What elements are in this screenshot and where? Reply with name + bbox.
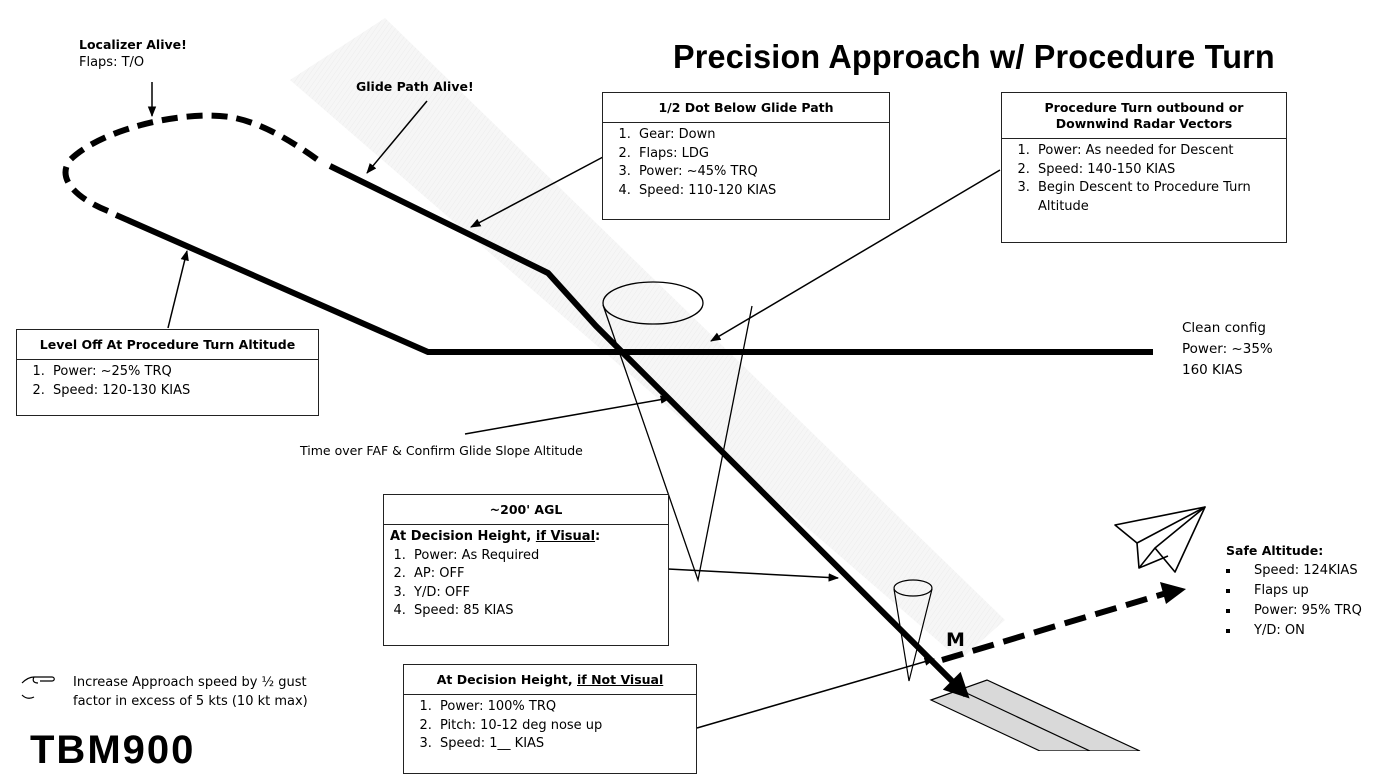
level-off-header: Level Off At Procedure Turn Altitude (17, 330, 318, 360)
not-visual-arrow (696, 657, 936, 729)
middle-marker-label: M (946, 629, 965, 651)
glideslope-beam (290, 18, 1005, 660)
gust-note-line1: Increase Approach speed by ½ gust (73, 675, 307, 690)
localizer-detail: Flaps: T/O (79, 55, 145, 70)
level-off-box: Level Off At Procedure Turn Altitude Pow… (16, 329, 319, 416)
procedure-turn-outbound-box: Procedure Turn outbound or Downwind Rada… (1001, 92, 1287, 243)
list-item: AP: OFF (410, 565, 662, 584)
level-off-arrow (167, 249, 189, 329)
procedure-turn-arrow (710, 169, 1001, 342)
half-dot-box: 1/2 Dot Below Glide Path Gear: Down Flap… (602, 92, 890, 220)
list-item: Power: 95% TRQ (1240, 601, 1362, 621)
list-item: Speed: 85 KIAS (410, 602, 662, 621)
level-off-list: Power: ~25% TRQ Speed: 120-130 KIAS (25, 363, 312, 400)
subheading-suffix: : (595, 529, 601, 544)
glide-path-alive-label: Glide Path Alive! (356, 79, 474, 94)
list-item: Power: 100% TRQ (436, 698, 690, 717)
safe-altitude-note: Safe Altitude: Speed: 124KIAS Flaps up P… (1226, 541, 1362, 641)
half-dot-list: Gear: Down Flaps: LDG Power: ~45% TRQ Sp… (611, 126, 883, 200)
procedure-turn-outbound-header: Procedure Turn outbound or Downwind Rada… (1002, 93, 1286, 139)
procedure-turn-outbound-list: Power: As needed for Descent Speed: 140-… (1010, 142, 1280, 216)
faf-marker-cone (602, 281, 753, 583)
agl-200-header: ~200' AGL (384, 495, 668, 525)
list-item: Begin Descent to Procedure Turn Altitude (1034, 179, 1278, 216)
localizer-heading: Localizer Alive! (79, 37, 187, 52)
localizer-callout: Localizer Alive! Flaps: T/O (79, 36, 187, 71)
middle-marker-cone (893, 579, 933, 682)
not-visual-box: At Decision Height, if Not Visual Power:… (403, 664, 697, 774)
list-item: Pitch: 10-12 deg nose up (436, 717, 690, 736)
not-visual-header: At Decision Height, if Not Visual (404, 665, 696, 695)
subheading-underlined: if Visual (535, 529, 596, 544)
list-item: Speed: 140-150 KIAS (1034, 161, 1280, 180)
list-item: Power: As Required (410, 547, 662, 566)
page-title: Precision Approach w/ Procedure Turn (673, 38, 1275, 75)
header-line: Procedure Turn outbound or (1044, 100, 1244, 115)
missed-approach-arrowhead (1160, 582, 1186, 604)
header-underlined: if Not Visual (577, 672, 664, 687)
safe-altitude-list: Speed: 124KIAS Flaps up Power: 95% TRQ Y… (1226, 561, 1362, 641)
note-line: 160 KIAS (1182, 362, 1243, 378)
list-item: Speed: 124KIAS (1240, 561, 1362, 581)
agl-200-box: ~200' AGL At Decision Height, if Visual:… (383, 494, 669, 646)
safe-altitude-heading: Safe Altitude: (1226, 543, 1324, 558)
not-visual-list: Power: 100% TRQ Pitch: 10-12 deg nose up… (412, 698, 690, 754)
agl-200-subheading: At Decision Height, if Visual: (390, 528, 662, 547)
pointing-hand-icon (21, 676, 55, 699)
missed-approach-path (941, 589, 1171, 663)
approach-diagram (62, 18, 1206, 751)
glide-path-alive-arrow (366, 100, 428, 174)
glide-path-alive-callout: Glide Path Alive! (356, 77, 474, 98)
outbound-track (114, 212, 1153, 355)
list-item: Y/D: OFF (410, 584, 662, 603)
visual-arrow (667, 568, 840, 582)
inbound-track (328, 163, 970, 699)
list-item: Speed: 120-130 KIAS (49, 382, 312, 401)
header-prefix: At Decision Height, (436, 672, 577, 687)
list-item: Power: As needed for Descent (1034, 142, 1280, 161)
list-item: Power: ~25% TRQ (49, 363, 312, 382)
procedure-turn-loop (62, 112, 320, 214)
list-item: Flaps up (1240, 581, 1362, 601)
list-item: Speed: 110-120 KIAS (635, 182, 883, 201)
list-item: Gear: Down (635, 126, 883, 145)
list-item: Y/D: ON (1240, 621, 1362, 641)
paper-plane-icon (1114, 506, 1206, 573)
faf-arrow (464, 395, 672, 435)
gust-note-line2: factor in excess of 5 kts (10 kt max) (73, 694, 308, 709)
agl-200-list: Power: As Required AP: OFF Y/D: OFF Spee… (390, 547, 662, 621)
list-item: Power: ~45% TRQ (635, 163, 883, 182)
note-line: Power: ~35% (1182, 341, 1273, 357)
list-item: Flaps: LDG (635, 145, 883, 164)
half-dot-header: 1/2 Dot Below Glide Path (603, 93, 889, 123)
subheading-prefix: At Decision Height, (390, 529, 536, 544)
header-line: Downwind Radar Vectors (1055, 116, 1233, 131)
list-item: Speed: 1__ KIAS (436, 735, 690, 754)
time-over-faf-label: Time over FAF & Confirm Glide Slope Alti… (300, 443, 583, 458)
clean-config-note: Clean config Power: ~35% 160 KIAS (1182, 318, 1273, 381)
half-dot-arrow (470, 156, 604, 228)
note-line: Clean config (1182, 320, 1266, 336)
